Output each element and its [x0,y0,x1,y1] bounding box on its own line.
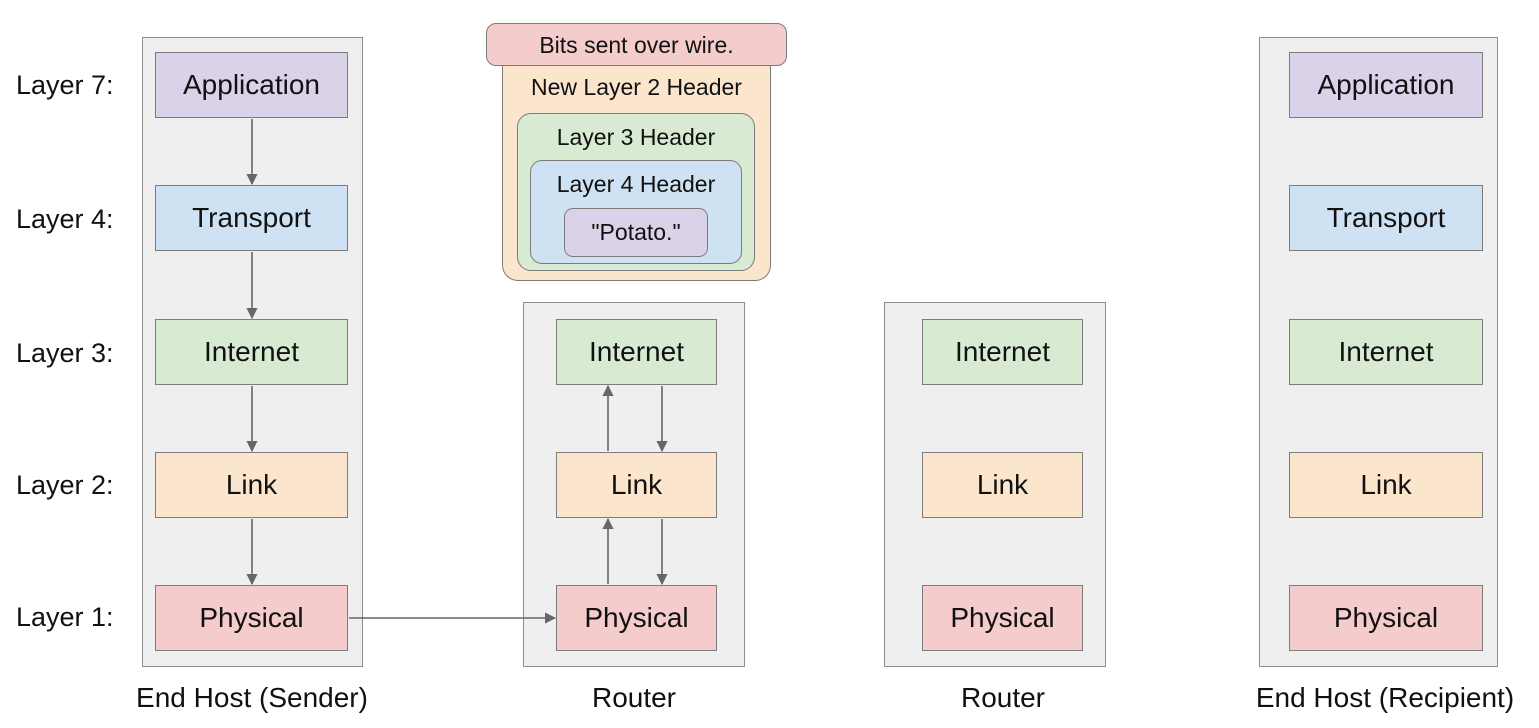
router-1-link-layer: Link [556,452,717,518]
router-2-link-layer: Link [922,452,1083,518]
bits-sent-box [486,23,787,66]
bits-sent-label: Bits sent over wire. [539,32,734,58]
router-1-label: Router [591,682,677,713]
recipient-application-layer: Application [1289,52,1483,118]
router-2-label: Router [960,682,1046,713]
router-2-physical-layer: Physical [922,585,1083,651]
layer-7-label: Layer 7: [16,70,114,100]
router-1-internet-layer: Internet [556,319,717,385]
recipient-link-layer: Link [1289,452,1483,518]
layer-4-label: Layer 4: [16,204,114,234]
sender-host-label: End Host (Sender) [136,682,368,713]
sender-application-layer: Application [155,52,348,118]
sender-transport-layer: Transport [155,185,348,251]
recipient-transport-layer: Transport [1289,185,1483,251]
layer-2-label: Layer 2: [16,470,114,500]
router-2-internet-layer: Internet [922,319,1083,385]
layer-4-header-label: Layer 4 Header [556,171,716,197]
sender-internet-layer: Internet [155,319,348,385]
layer-3-header-label: Layer 3 Header [556,124,716,150]
sender-physical-layer: Physical [155,585,348,651]
payload-label: "Potato." [591,219,681,245]
recipient-host-label: End Host (Recipient) [1255,682,1515,713]
layer-1-label: Layer 1: [16,602,114,632]
sender-link-layer: Link [155,452,348,518]
payload-box [564,208,708,257]
recipient-internet-layer: Internet [1289,319,1483,385]
layer-3-label: Layer 3: [16,338,114,368]
layer-2-header-label: New Layer 2 Header [531,74,742,100]
recipient-physical-layer: Physical [1289,585,1483,651]
router-1-physical-layer: Physical [556,585,717,651]
